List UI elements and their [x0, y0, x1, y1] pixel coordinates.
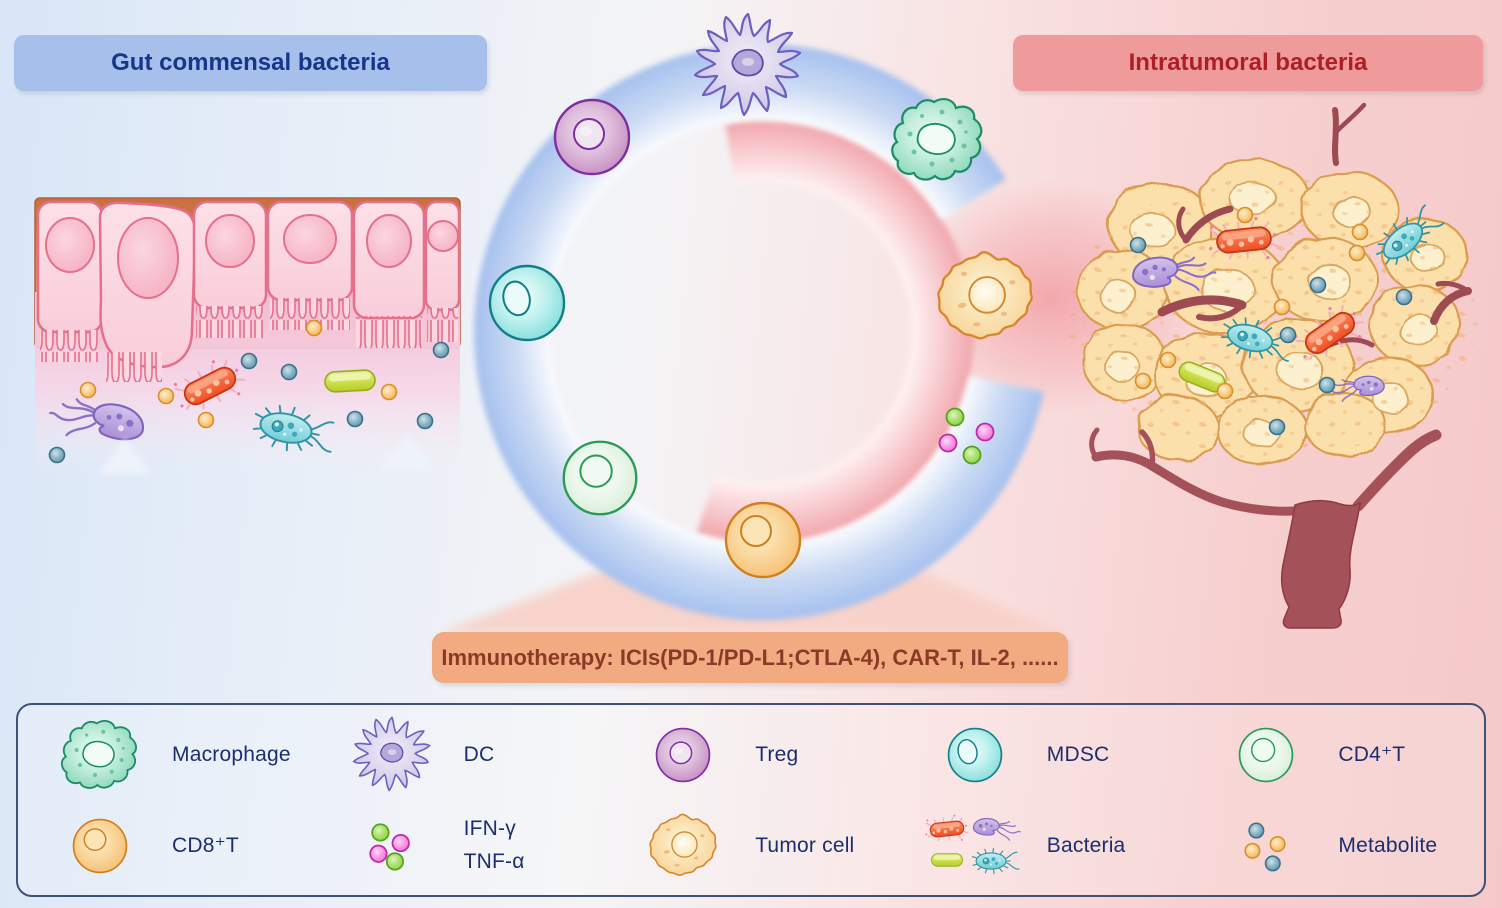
- tumor-vessels-top: [1332, 102, 1367, 166]
- mdsc-cell-icon: [488, 264, 566, 342]
- legend-label: CD4⁺T: [1338, 743, 1406, 766]
- epithelial-nuclei: [45, 214, 459, 299]
- legend-label: MDSC: [1046, 742, 1110, 766]
- legend-item-cytokines: IFN-γ TNF-α: [318, 800, 610, 891]
- immune-cycle-ring: [473, 44, 1044, 621]
- legend-item-dc: DC: [318, 709, 610, 800]
- immunotherapy-banner: Immunotherapy: ICIs(PD-1/PD-L1;CTLA-4), …: [432, 632, 1068, 683]
- legend-label: DC: [463, 742, 495, 766]
- macrophage-icon: [40, 715, 160, 795]
- legend-label-tnf-alpha: TNF-α: [463, 849, 525, 873]
- bacterium-green-icon: [323, 368, 377, 394]
- gut-commensal-bacteria-banner: Gut commensal bacteria: [14, 35, 487, 91]
- legend-item-bacteria: Bacteria: [901, 800, 1193, 891]
- microvilli: [40, 298, 458, 382]
- gut-epithelium-illustration: [34, 197, 461, 474]
- gut-banner-label: Gut commensal bacteria: [111, 49, 390, 76]
- lumen-fade-notches: [98, 434, 434, 474]
- macrophage-cell-icon: [891, 98, 983, 181]
- dc-icon: [332, 713, 452, 797]
- metabolite-icon: [1206, 817, 1326, 875]
- legend-item-cd4-t: CD4⁺T: [1192, 709, 1484, 800]
- legend-label: Bacteria: [1046, 833, 1126, 857]
- tumor-cell-icon: [623, 809, 743, 883]
- tumor-mass-illustration: [1067, 102, 1477, 629]
- legend-item-metabolite: Metabolite: [1192, 800, 1484, 891]
- legend-panel: Macrophage DC Treg MDSC CD4⁺T CD8⁺T: [16, 703, 1486, 897]
- tumor-vessel-tree: [1089, 427, 1442, 629]
- bacteria-icon: [915, 807, 1035, 885]
- legend-item-cd8-t: CD8⁺T: [26, 800, 318, 891]
- ring-pink-arc: [696, 119, 975, 544]
- legend-item-mdsc: MDSC: [901, 709, 1193, 800]
- legend-label: Tumor cell: [755, 833, 855, 857]
- cd4-t-cell-icon: [562, 440, 638, 516]
- tumor-vessels-inner: [1157, 205, 1472, 348]
- legend-label: Macrophage: [172, 742, 291, 766]
- legend-label: CD8⁺T: [172, 834, 239, 857]
- cd8-t-icon: [40, 816, 160, 876]
- intratumoral-bacteria-banner: Intratumoral bacteria: [1013, 35, 1483, 91]
- intratumoral-banner-label: Intratumoral bacteria: [1128, 49, 1368, 76]
- cd4-t-icon: [1206, 725, 1326, 785]
- cytokines-icon: [332, 817, 452, 875]
- legend-item-tumor-cell: Tumor cell: [609, 800, 901, 891]
- treg-cell-icon: [553, 98, 631, 176]
- immunotherapy-banner-label: Immunotherapy: ICIs(PD-1/PD-L1;CTLA-4), …: [441, 644, 1059, 670]
- legend-item-macrophage: Macrophage: [26, 709, 318, 800]
- mdsc-icon: [915, 725, 1035, 785]
- legend-label: Metabolite: [1338, 833, 1438, 857]
- treg-icon: [623, 725, 743, 785]
- legend-label: IFN-γ TNF-α: [464, 813, 525, 878]
- legend-label: Treg: [755, 742, 799, 766]
- legend-label-ifn-gamma: IFN-γ: [463, 816, 516, 840]
- cd8-t-cell-icon: [724, 501, 802, 579]
- legend-item-treg: Treg: [609, 709, 901, 800]
- tumor-cell-cluster: [1067, 158, 1477, 466]
